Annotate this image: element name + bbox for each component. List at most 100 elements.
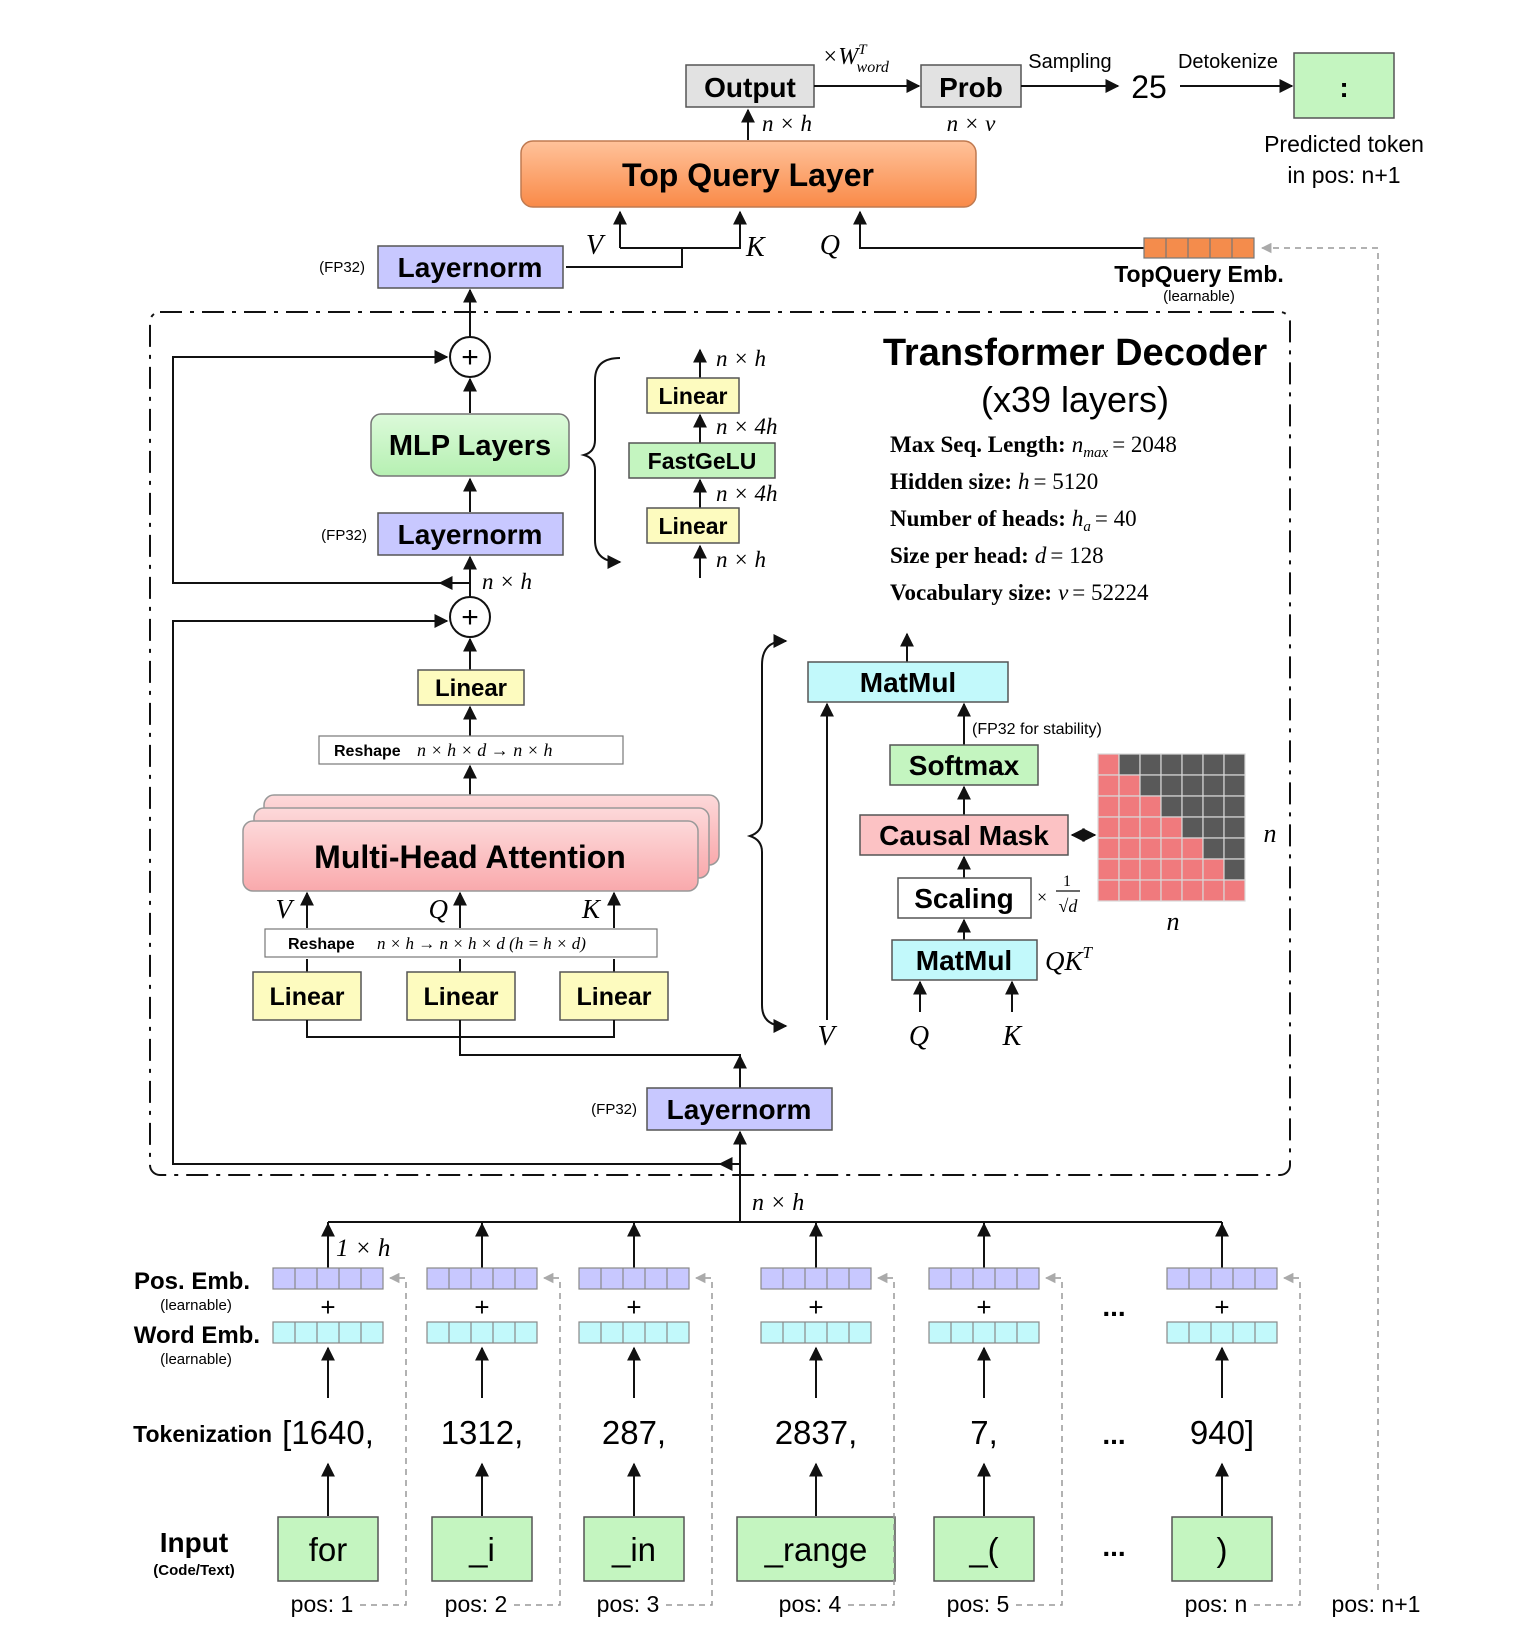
mask-cell	[1223, 837, 1246, 860]
mask-cell	[1181, 774, 1204, 797]
mask-cell	[1202, 774, 1225, 797]
linear-k-box	[559, 971, 669, 1021]
mask-cell	[1202, 795, 1225, 818]
mlp-dim-out: n × h	[716, 346, 766, 371]
ellipsis-tokens: ...	[1102, 1419, 1125, 1450]
attention-detail-brace	[746, 640, 786, 1027]
param-number-of-heads: Number of heads:ha= 40	[890, 506, 1137, 535]
token-id: 940]	[1190, 1414, 1254, 1451]
attn-detail-q: Q	[909, 1021, 929, 1052]
scaling-box	[897, 877, 1032, 919]
position-label: pos: 4	[779, 1591, 842, 1617]
scaling-label: Scaling	[914, 883, 1014, 914]
k-arrow-top	[620, 210, 747, 249]
mask-cell	[1181, 795, 1204, 818]
qkt-label: QKT	[1045, 943, 1094, 976]
mask-n-right: n	[1264, 819, 1277, 848]
input-token-text: _range	[764, 1531, 868, 1568]
word-emb-vector	[928, 1321, 1040, 1344]
position-to-pos-emb-line	[360, 1272, 407, 1606]
pos-emb-vector	[928, 1267, 1040, 1290]
dim-prob: n × v	[947, 111, 997, 136]
mask-cell	[1223, 795, 1246, 818]
linear-v-box	[252, 971, 362, 1021]
mask-cell	[1097, 816, 1120, 839]
linear-q-label: Linear	[423, 983, 498, 1011]
transformer-decoder-frame	[149, 311, 1291, 1176]
reshape-top-label: Reshape	[334, 743, 401, 760]
scale-numerator: 1	[1063, 873, 1071, 890]
attn-out-linear-box	[417, 669, 525, 706]
mask-cell	[1160, 795, 1183, 818]
mlp-dim-4h-lower: n × 4h	[716, 481, 778, 506]
mask-cell	[1118, 816, 1141, 839]
input-token-text: for	[309, 1531, 348, 1568]
scale-denominator: √d	[1059, 896, 1079, 916]
mask-cell	[1118, 879, 1141, 902]
word-emb-vector	[272, 1321, 384, 1344]
matmul-av-label: MatMul	[860, 667, 956, 698]
softmax-label: Softmax	[909, 750, 1020, 781]
token-id: 2837,	[775, 1414, 858, 1451]
softmax-box	[889, 744, 1039, 786]
mha-box	[242, 820, 699, 892]
mask-cell	[1223, 816, 1246, 839]
input-token-text: )	[1217, 1531, 1228, 1568]
layernorm-to-vk-line	[566, 248, 683, 268]
next-pos-label: pos: n+1	[1332, 1591, 1421, 1617]
mask-cell	[1097, 879, 1120, 902]
causal-mask-box	[859, 814, 1069, 856]
top-query-layer-label: Top Query Layer	[622, 157, 874, 193]
final-layernorm-label: Layernorm	[398, 252, 543, 283]
predicted-token-caption-2: in pos: n+1	[1287, 162, 1400, 188]
mask-cell	[1160, 774, 1183, 797]
dim-embedding-sum: n × h	[752, 1190, 804, 1216]
emb-plus: +	[1214, 1292, 1229, 1322]
attn-detail-v: V	[817, 1021, 837, 1052]
attn-layernorm-box	[646, 1087, 833, 1131]
mask-cell	[1181, 753, 1204, 776]
position-label: pos: 1	[291, 1591, 354, 1617]
output-label: Output	[704, 72, 796, 103]
token-id: 7,	[970, 1414, 998, 1451]
position-to-pos-emb-line	[1016, 1272, 1063, 1606]
attn-layernorm-fp32: (FP32)	[591, 1101, 637, 1118]
mlp-layers-label: MLP Layers	[389, 430, 551, 462]
residual-add-upper	[449, 336, 491, 378]
mask-cell	[1139, 795, 1162, 818]
emb-plus: +	[808, 1292, 823, 1322]
input-token-box	[431, 1516, 533, 1582]
attn-layernorm-label: Layernorm	[667, 1094, 812, 1125]
ellipsis-inputs: ...	[1102, 1531, 1125, 1562]
mask-cell	[1097, 858, 1120, 881]
input-token-text: _in	[611, 1531, 656, 1568]
position-label: pos: n	[1185, 1591, 1248, 1617]
mlp-layers-box	[370, 413, 570, 477]
topquery-emb-label: TopQuery Emb.	[1114, 261, 1284, 287]
pos-emb-learnable: (learnable)	[160, 1297, 232, 1314]
mask-cell	[1160, 858, 1183, 881]
input-token-box	[736, 1516, 896, 1582]
mask-cell	[1118, 795, 1141, 818]
sampled-id: 25	[1131, 69, 1167, 105]
position-label: pos: 3	[597, 1591, 660, 1617]
mlp-detail-brace	[580, 357, 622, 569]
residual-add-upper-sign: +	[461, 341, 479, 374]
mlp-dim-in: n × h	[716, 547, 766, 572]
next-pos-to-topquery-line	[1260, 242, 1379, 1590]
decoder-params: Max Seq. Length:nmax= 2048 Hidden size:h…	[890, 432, 1177, 605]
ellipsis-embeddings: ...	[1102, 1291, 1125, 1322]
dim-per-token: 1 × h	[336, 1235, 390, 1262]
prob-box	[920, 64, 1022, 108]
word-emb-vector	[578, 1321, 690, 1344]
predicted-token-box	[1293, 52, 1395, 119]
mask-cell	[1118, 837, 1141, 860]
input-token-text: _(	[968, 1531, 998, 1568]
word-emb-vector	[760, 1321, 872, 1344]
token-id: [1640,	[282, 1414, 374, 1451]
emb-plus: +	[474, 1292, 489, 1322]
mask-cell	[1223, 879, 1246, 902]
fastgelu-box	[628, 442, 776, 479]
